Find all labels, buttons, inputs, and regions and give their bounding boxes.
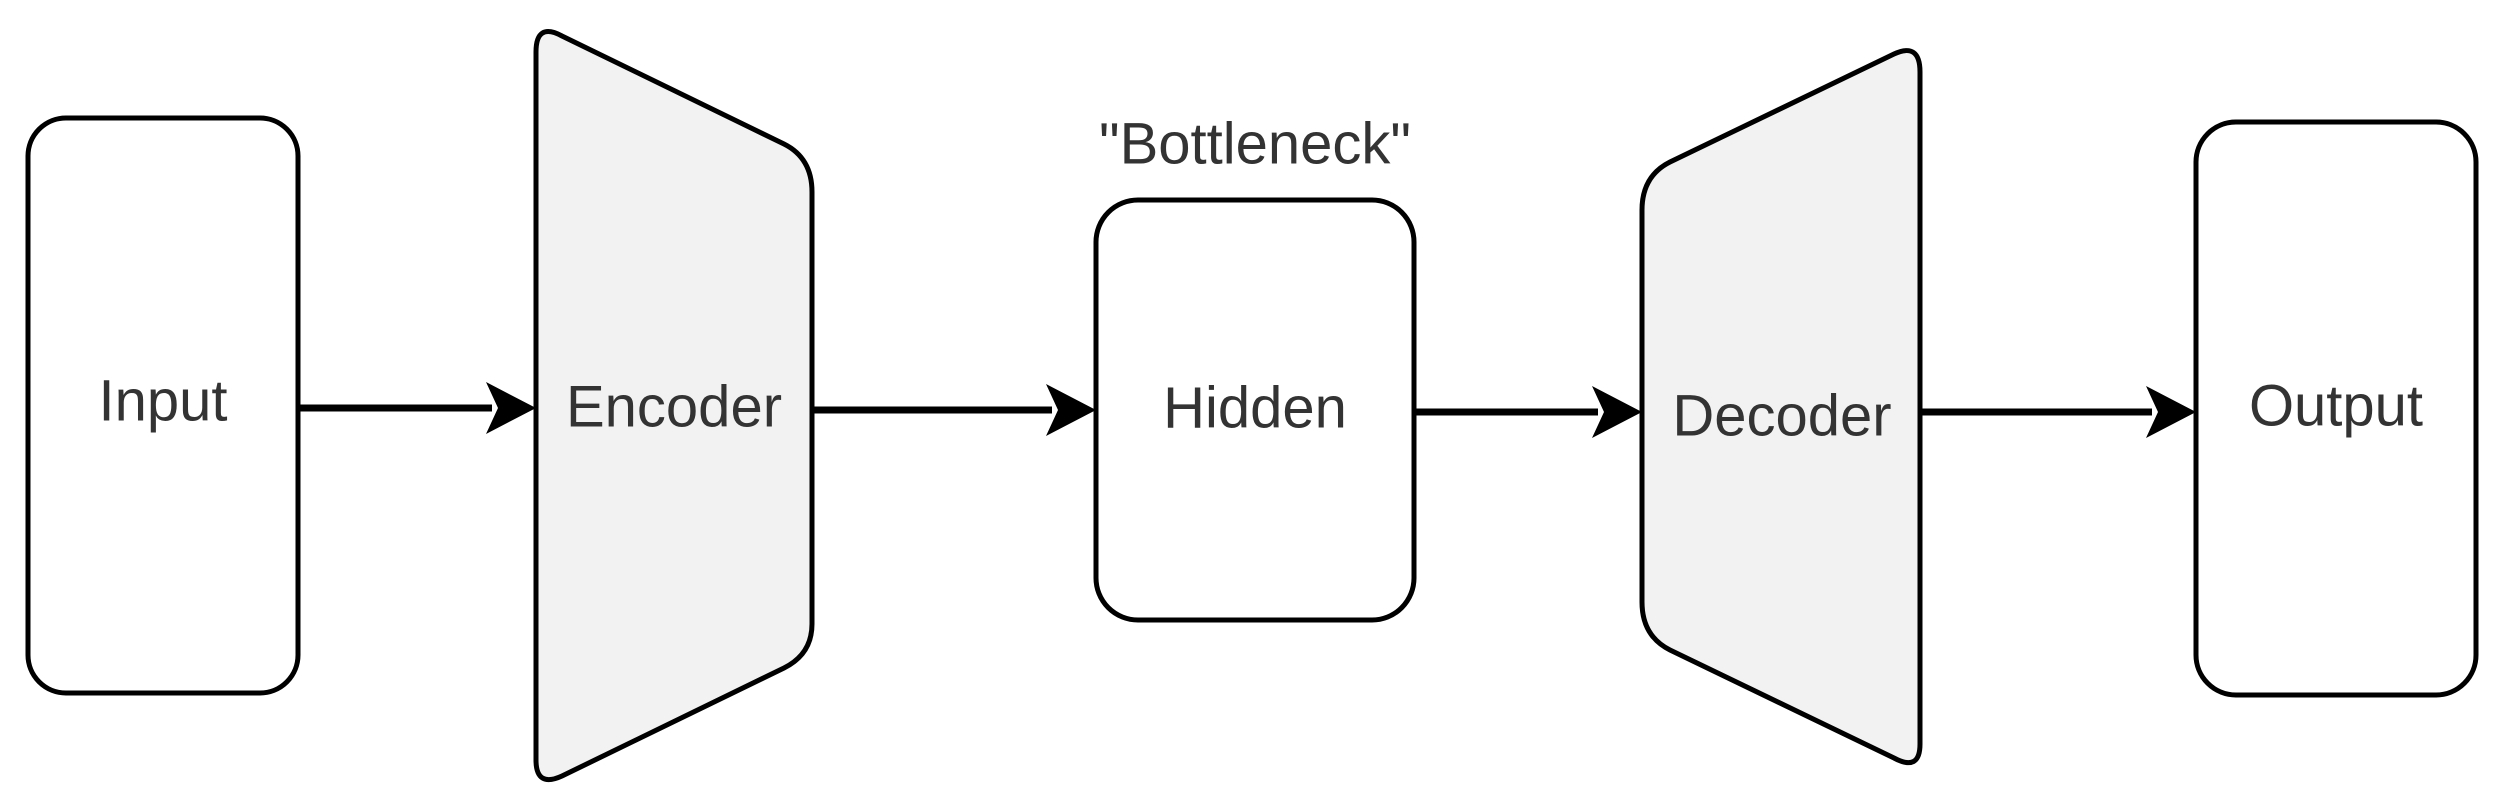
decoder-label: Decoder xyxy=(1672,383,1891,448)
encoder-node: Encoder xyxy=(533,29,815,782)
arrowhead xyxy=(1592,386,1642,438)
arrow-decoder-to-output xyxy=(1920,386,2196,438)
decoder-trapezoid xyxy=(1639,48,1923,766)
bottleneck-annotation: "Bottleneck" xyxy=(1099,111,1411,176)
output-node: Output xyxy=(2193,119,2479,698)
arrowhead xyxy=(486,382,536,434)
arrowhead xyxy=(1046,384,1096,436)
output-label: Output xyxy=(2249,373,2423,438)
arrow-encoder-to-hidden xyxy=(812,384,1096,436)
arrow-hidden-to-decoder xyxy=(1414,386,1642,438)
arrowhead xyxy=(2146,386,2196,438)
input-label: Input xyxy=(99,368,228,433)
decoder-node: Decoder xyxy=(1639,48,1923,766)
input-node: Input xyxy=(25,115,301,696)
hidden-label: Hidden xyxy=(1163,375,1347,440)
encoder-label: Encoder xyxy=(566,374,782,439)
hidden-node: Hidden xyxy=(1093,197,1417,623)
arrow-input-to-encoder xyxy=(298,382,536,434)
encoder-trapezoid xyxy=(533,29,815,782)
output-box xyxy=(2193,119,2479,698)
